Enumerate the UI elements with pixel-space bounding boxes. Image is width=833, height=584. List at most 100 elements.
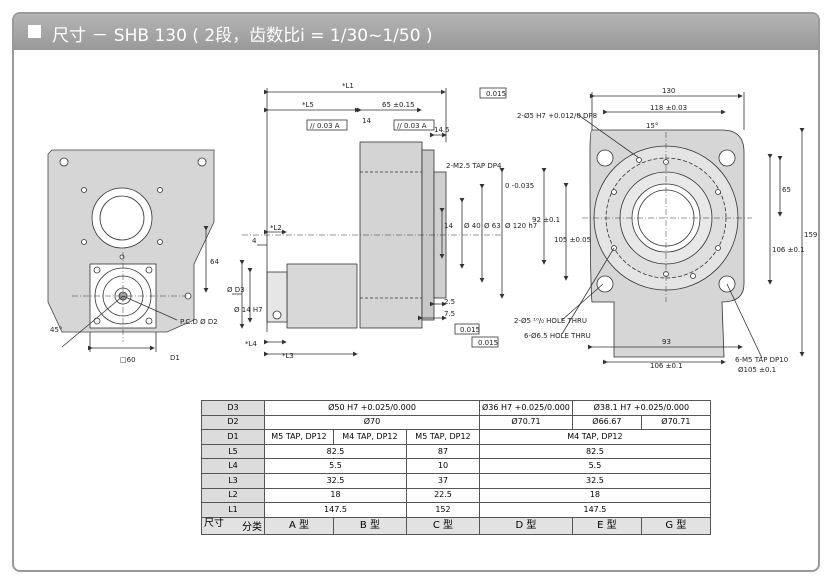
- table-cell: 87: [405, 443, 481, 460]
- row-label: L3: [201, 472, 265, 489]
- right-tap6: 6-M5 TAP DP10: [735, 356, 788, 364]
- side-d120: Ø 120 h7: [505, 222, 537, 230]
- table-cell: 10: [405, 458, 481, 474]
- row-label: L4: [201, 458, 265, 474]
- table-cell: M4 TAP, DP12: [479, 429, 711, 445]
- table-cell: 147.5: [264, 502, 407, 518]
- technical-drawing: □60 P.C.D Ø D2 D1 45° 64 *L1 *L5 65 ±0.1…: [47, 82, 817, 374]
- side-D3: Ø D3: [227, 286, 245, 294]
- table-cell: 82.5: [479, 443, 711, 460]
- type-label: D 型: [479, 516, 573, 535]
- table-cell: 22.5: [405, 487, 481, 504]
- corner-cell: 尺寸 分类: [201, 516, 265, 535]
- table-cell: 32.5: [479, 472, 711, 489]
- side-d75: 7.5: [444, 310, 455, 318]
- right-d105b: Ø105 ±0.1: [738, 366, 776, 374]
- right-d106b: 106 ±0.1: [650, 362, 683, 370]
- spec-sheet-frame: 尺寸 － SHB 130 ( 2段，齿数比i = 1/30~1/50 ): [12, 12, 820, 572]
- side-tap: 2-M2.5 TAP DP4: [446, 162, 502, 170]
- right-ph: 2-Ø5 ¹⁰/₀ HOLE THRU: [514, 317, 587, 325]
- type-label: B 型: [332, 516, 407, 535]
- side-flat: 0.015: [486, 90, 506, 98]
- right-h6: 6-Ø6.5 HOLE THRU: [524, 332, 591, 340]
- right-d106: 106 ±0.1: [772, 246, 805, 254]
- table-cell: 152: [405, 502, 481, 518]
- side-perp: 0.015: [460, 326, 480, 334]
- left-dim-sq: □60: [120, 356, 136, 364]
- side-fit: 0 -0.035: [505, 182, 534, 190]
- side-L5: *L5: [302, 101, 314, 109]
- left-angle: 45°: [50, 326, 62, 334]
- side-d4: 4: [252, 237, 257, 245]
- table-cell: Ø38.1 H7 +0.025/0.000: [571, 400, 711, 416]
- side-d65: 65 ±0.15: [382, 101, 415, 109]
- side-L4: *L4: [245, 340, 257, 348]
- table-row: D1 M5 TAP, DP12 M4 TAP, DP12 M5 TAP, DP1…: [201, 429, 711, 445]
- type-label: G 型: [640, 516, 711, 535]
- table-cell: Ø70.71: [640, 414, 711, 431]
- table-cell: M5 TAP, DP12: [405, 429, 481, 445]
- table-row: L4 5.5 10 5.5: [201, 458, 711, 474]
- side-L1: *L1: [342, 82, 354, 90]
- right-d159: 159: [804, 231, 817, 239]
- side-v14: 14: [444, 222, 453, 230]
- table-cell: Ø70: [264, 414, 480, 431]
- table-cell: 37: [405, 472, 481, 489]
- table-cell: 32.5: [264, 472, 407, 489]
- table-cell: Ø50 H7 +0.025/0.000: [264, 400, 480, 416]
- title-bar: 尺寸 － SHB 130 ( 2段，齿数比i = 1/30~1/50 ): [14, 14, 818, 50]
- side-d145: 14.5: [434, 126, 450, 134]
- table-row: L5 82.5 87 82.5: [201, 443, 711, 460]
- type-label: E 型: [571, 516, 642, 535]
- type-label: C 型: [405, 516, 481, 535]
- table-cell: 82.5: [264, 443, 407, 460]
- side-runout: 0.015: [478, 339, 498, 347]
- table-row: L3 32.5 37 32.5: [201, 472, 711, 489]
- row-label: L1: [201, 502, 265, 518]
- right-d130: 130: [662, 87, 675, 95]
- side-tol2: // 0.03 A: [397, 122, 427, 130]
- left-pcd: P.C.D Ø D2: [180, 318, 218, 326]
- side-view: [232, 87, 507, 357]
- table-row: D3 Ø50 H7 +0.025/0.000 Ø36 H7 +0.025/0.0…: [201, 400, 711, 416]
- table-cell: 18: [479, 487, 711, 504]
- side-d14h: Ø 14 H7: [234, 306, 263, 314]
- right-view: [541, 92, 805, 365]
- table-cell: 147.5: [479, 502, 711, 518]
- side-L2: *L2: [270, 224, 282, 232]
- bullet-square-icon: [28, 25, 41, 38]
- right-d92: 92 ±0.1: [532, 216, 560, 224]
- table-row: L2 18 22.5 18: [201, 487, 711, 504]
- right-hole: 2-Ø5 H7 +0.012/0 DP8: [517, 112, 597, 120]
- dimension-table: D3 Ø50 H7 +0.025/0.000 Ø36 H7 +0.025/0.0…: [201, 400, 711, 535]
- row-label: D2: [201, 414, 265, 431]
- right-d65: 65: [782, 186, 791, 194]
- table-cell: Ø70.71: [479, 414, 573, 431]
- corner-top-label: 尺寸: [204, 517, 224, 529]
- table-cell: Ø36 H7 +0.025/0.000: [479, 400, 573, 416]
- side-d63: Ø 63: [484, 222, 501, 230]
- row-label: L2: [201, 487, 265, 504]
- side-d25: 2.5: [444, 298, 455, 306]
- table-cell: 5.5: [264, 458, 407, 474]
- corner-bottom-label: 分类: [242, 521, 262, 533]
- table-cell: 18: [264, 487, 407, 504]
- side-L3: *L3: [282, 352, 294, 360]
- side-d14: 14: [362, 117, 371, 125]
- table-cell: 5.5: [479, 458, 711, 474]
- type-row: 尺寸 分类 A 型 B 型 C 型 D 型 E 型 G 型: [201, 516, 711, 535]
- left-d1: D1: [170, 354, 180, 362]
- table-cell: M5 TAP, DP12: [264, 429, 334, 445]
- row-label: D1: [201, 429, 265, 445]
- table-cell: M4 TAP, DP12: [332, 429, 407, 445]
- table-row: L1 147.5 152 147.5: [201, 502, 711, 518]
- side-d40: Ø 40: [464, 222, 481, 230]
- row-label: L5: [201, 443, 265, 460]
- right-d105: 105 ±0.05: [554, 236, 591, 244]
- type-label: A 型: [264, 516, 334, 535]
- left-dim-64: 64: [210, 258, 219, 266]
- right-ang15: 15°: [646, 122, 658, 130]
- table-cell: Ø66.67: [571, 414, 642, 431]
- page-title: 尺寸 － SHB 130 ( 2段，齿数比i = 1/30~1/50 ): [52, 26, 433, 46]
- row-label: D3: [201, 400, 265, 416]
